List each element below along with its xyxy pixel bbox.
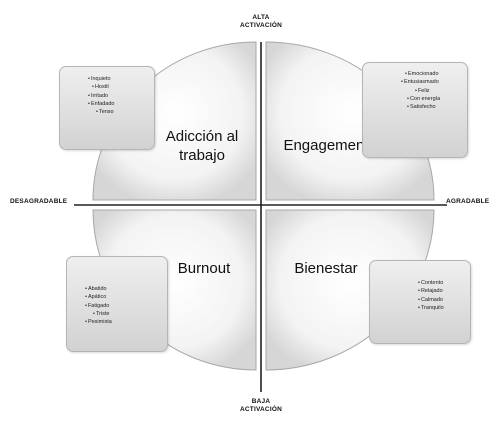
emotion-box-bottom-right: Contento Relajado Calmado Tranquilo xyxy=(369,260,471,344)
list-item: Relajado xyxy=(418,287,444,295)
quadrant-label-bottom-right-line1: Bienestar xyxy=(294,260,358,277)
axis-label-left: DESAGRADABLE xyxy=(10,198,68,205)
list-item: Irritado xyxy=(88,92,115,100)
quadrant-label-top-right-line1: Engagement xyxy=(283,137,369,154)
list-item: Contento xyxy=(418,279,444,287)
axis-label-bottom-line2: ACTIVACIÓN xyxy=(240,406,282,413)
quadrant-label-bottom-left-line1: Burnout xyxy=(177,260,231,277)
axis-label-top: ALTA ACTIVACIÓN xyxy=(226,14,296,30)
list-item: Abatido xyxy=(85,285,112,293)
emotion-list-top-left: Inquieto Hostil Irritado Enfadado Tenso xyxy=(88,75,115,116)
list-item: Satisfecho xyxy=(401,103,440,111)
list-item: Calmado xyxy=(418,296,444,304)
quadrant-label-top-left-line2: trabajo xyxy=(179,147,225,164)
emotion-list-top-right: Emocionado Entusiasmado Feliz Con energí… xyxy=(401,70,440,111)
list-item: Inquieto xyxy=(88,75,115,83)
emotion-box-top-left: Inquieto Hostil Irritado Enfadado Tenso xyxy=(59,66,155,150)
list-item: Enfadado xyxy=(88,100,115,108)
quadrant-label-bottom-right: Bienestar xyxy=(266,259,386,278)
axis-label-top-line1: ALTA xyxy=(252,14,270,21)
list-item: Hostil xyxy=(88,83,115,91)
emotion-list-bottom-left: Abatido Apático Fatigado Triste Pesimist… xyxy=(85,285,112,326)
list-item: Tenso xyxy=(88,108,115,116)
list-item: Feliz xyxy=(401,87,440,95)
list-item: Fatigado xyxy=(85,302,112,310)
list-item: Triste xyxy=(85,310,112,318)
list-item: Entusiasmado xyxy=(401,78,440,86)
emotion-list-bottom-right: Contento Relajado Calmado Tranquilo xyxy=(418,279,444,312)
emotion-box-top-right: Emocionado Entusiasmado Feliz Con energí… xyxy=(362,62,468,158)
list-item: Tranquilo xyxy=(418,304,444,312)
emotion-box-bottom-left: Abatido Apático Fatigado Triste Pesimist… xyxy=(66,256,168,352)
quadrant-label-top-right: Engagement xyxy=(266,136,386,155)
quadrant-label-top-left-line1: Adicción al xyxy=(165,128,239,145)
axis-label-top-line2: ACTIVACIÓN xyxy=(240,22,282,29)
quadrant-label-bottom-left: Burnout xyxy=(144,259,264,278)
axis-label-bottom-line1: BAJA xyxy=(251,398,271,405)
list-item: Emocionado xyxy=(401,70,440,78)
list-item: Pesimista xyxy=(85,318,112,326)
axis-label-right: AGRADABLE xyxy=(446,198,490,205)
list-item: Apático xyxy=(85,293,112,301)
list-item: Con energía xyxy=(401,95,440,103)
axis-label-bottom: BAJA ACTIVACIÓN xyxy=(226,398,296,414)
quadrant-label-top-left: Adicción al trabajo xyxy=(142,127,262,165)
